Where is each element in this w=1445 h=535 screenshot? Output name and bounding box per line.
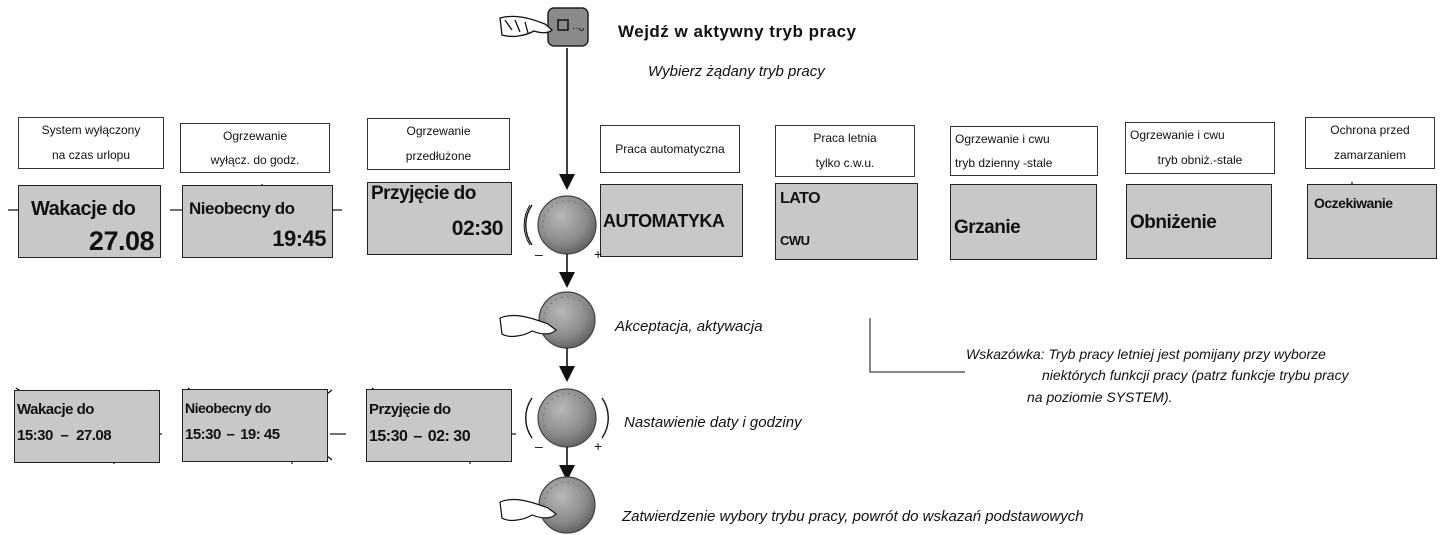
mode-label-automatic: Praca automatyczna xyxy=(600,125,740,173)
display-party: Przyjęcie do 02:30 xyxy=(367,182,512,255)
display-day: Grzanie xyxy=(950,184,1097,260)
step-set-datetime: Nastawienie daty i godziny xyxy=(624,414,802,431)
knob-minus-label: – xyxy=(535,438,543,454)
display-automatic: AUTOMATYKA xyxy=(600,184,743,257)
push-knob-icon xyxy=(499,291,596,349)
display-frost: Oczekiwanie xyxy=(1307,184,1437,259)
note-connector xyxy=(869,318,965,373)
setting-display-away: Nieobecny do 15:30 – 19: 45 xyxy=(182,389,328,462)
page-subtitle: Wybierz żądany tryb pracy xyxy=(648,63,825,80)
display-away: Nieobecny do 19:45 xyxy=(182,185,333,258)
svg-text:··ᴗ: ··ᴗ xyxy=(572,23,585,34)
note-line-1: Wskazówka: Tryb pracy letniej jest pomij… xyxy=(966,346,1326,362)
knob-minus-label: – xyxy=(535,246,543,262)
display-summer: LATO CWU xyxy=(775,183,918,260)
page-title: Wejdź w aktywny tryb pracy xyxy=(618,22,857,41)
push-knob-icon xyxy=(499,476,596,534)
note-line-3: na poziomie SYSTEM). xyxy=(1027,389,1173,405)
display-reduced: Obniżenie xyxy=(1126,184,1272,259)
step-confirm: Zatwierdzenie wybory trybu pracy, powrót… xyxy=(622,508,1084,525)
display-holiday: Wakacje do 27.08 xyxy=(18,185,161,258)
rotary-knob-icon xyxy=(525,388,609,448)
mode-button-icon: ··ᴗ xyxy=(547,7,589,47)
hand-icon xyxy=(499,15,553,38)
knob-plus-label: + xyxy=(594,246,603,262)
setting-display-party: Przyjęcie do 15:30 – 02: 30 xyxy=(366,389,512,462)
note-line-2: niektórych funkcji pracy (patrz funkcje … xyxy=(1042,367,1349,383)
knob-plus-label: + xyxy=(594,438,603,454)
step-accept: Akceptacja, aktywacja xyxy=(615,318,763,335)
setting-display-holiday: Wakacje do 15:30 – 27.08 xyxy=(14,390,160,463)
